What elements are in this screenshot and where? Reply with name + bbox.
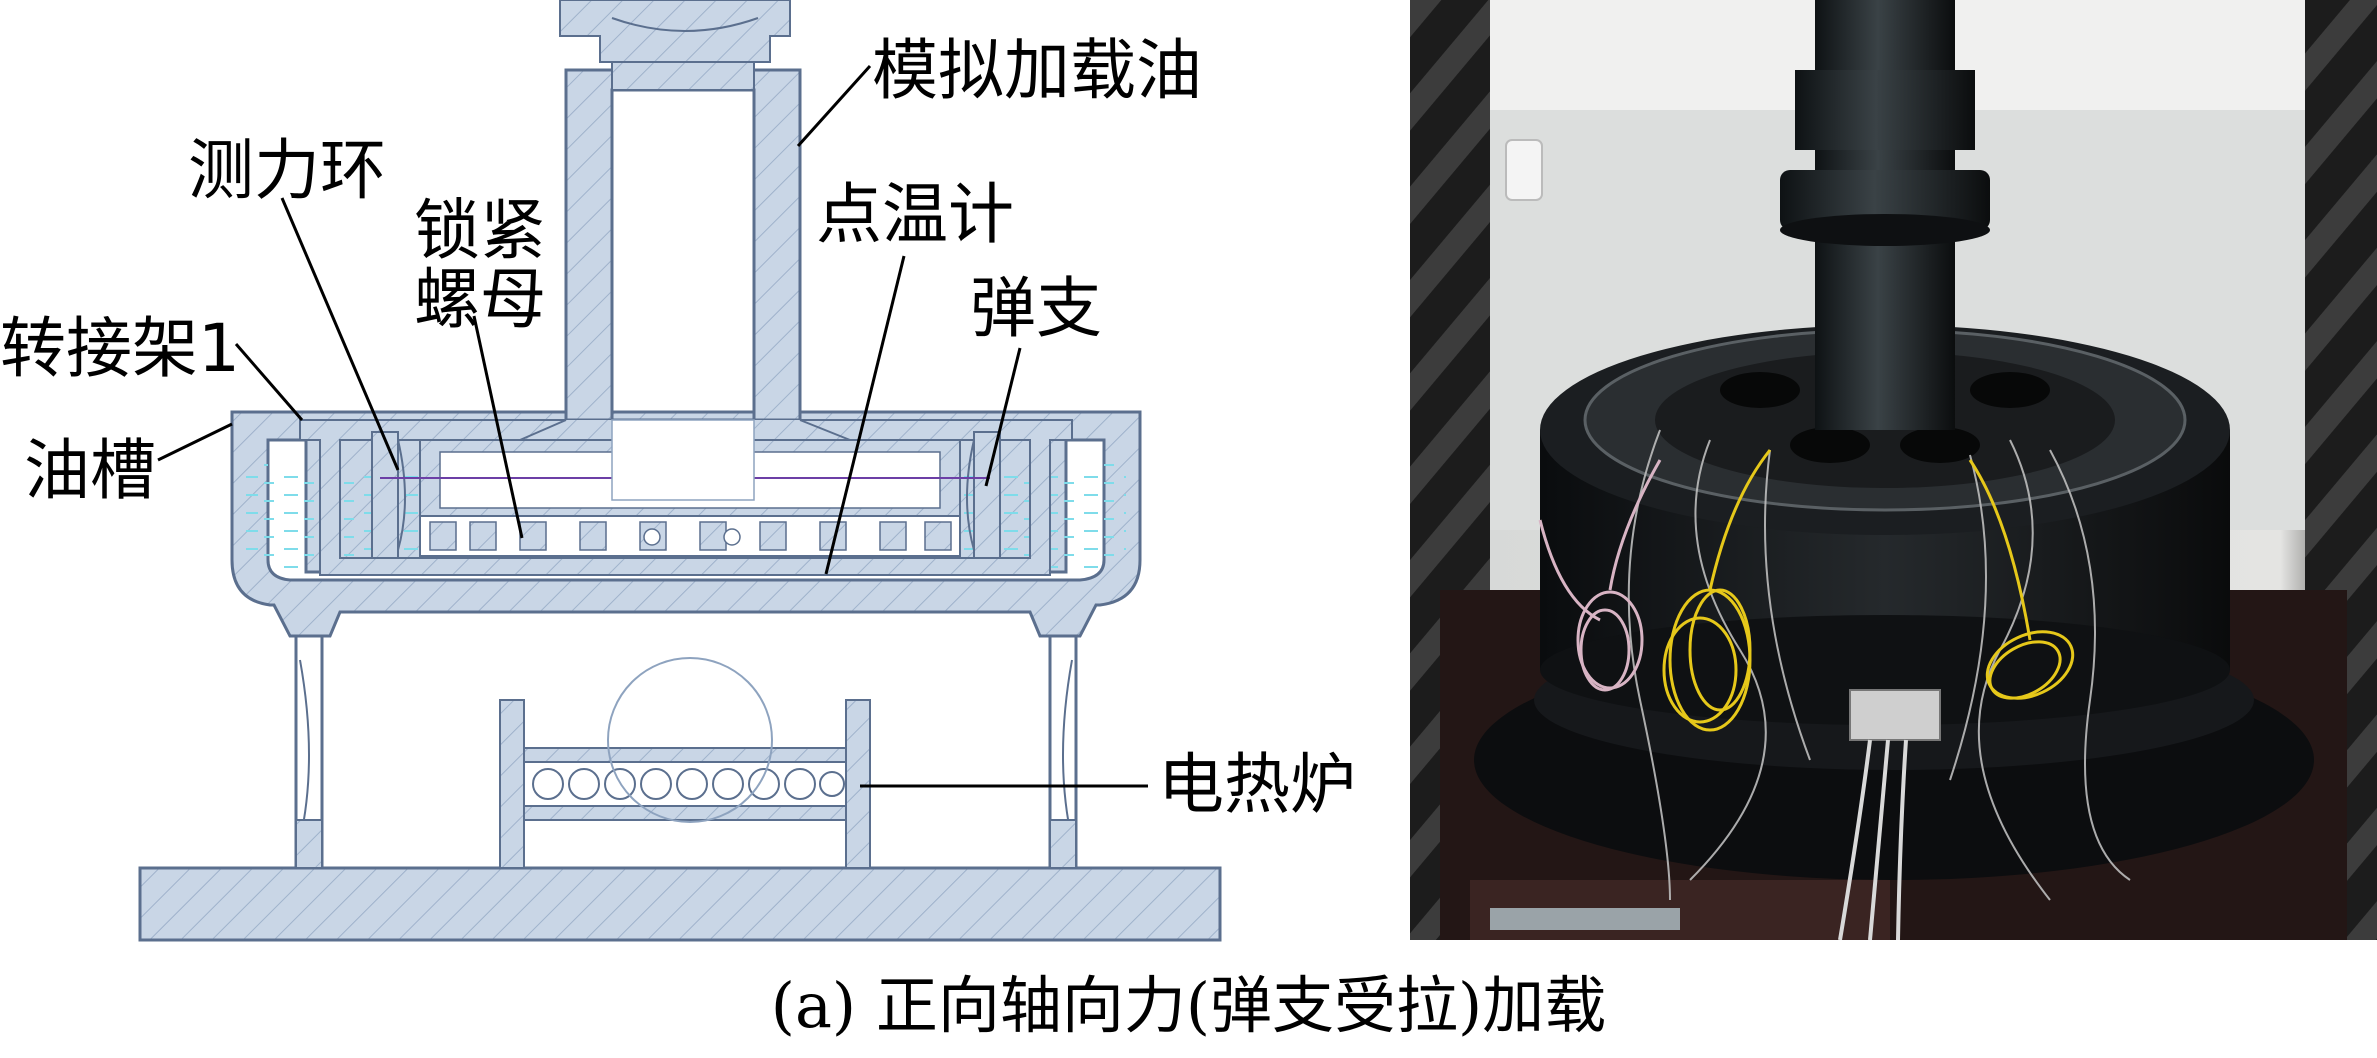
label-adapter: 转接架1	[0, 310, 240, 387]
label-spring: 弹支	[970, 270, 1102, 347]
figure-caption: (a) 正向轴向力(弹支受拉)加载	[770, 969, 1607, 1042]
test-rig-schematic	[138, 0, 1222, 942]
test-rig-photo	[1410, 0, 2377, 940]
leader-lines	[157, 64, 1148, 788]
loading-column	[519, 0, 851, 501]
base-plate	[138, 866, 1222, 942]
electric-furnace	[499, 657, 871, 869]
label-thermometer: 点温计	[816, 176, 1014, 253]
label-oil-tank: 油槽	[24, 432, 156, 509]
label-lock-nut: 锁紧 螺母	[414, 192, 546, 339]
label-loading-oil: 模拟加载油	[872, 32, 1202, 109]
label-load-ring: 测力环	[188, 132, 386, 209]
support-legs	[294, 634, 1078, 870]
label-furnace: 电热炉	[1158, 746, 1356, 823]
